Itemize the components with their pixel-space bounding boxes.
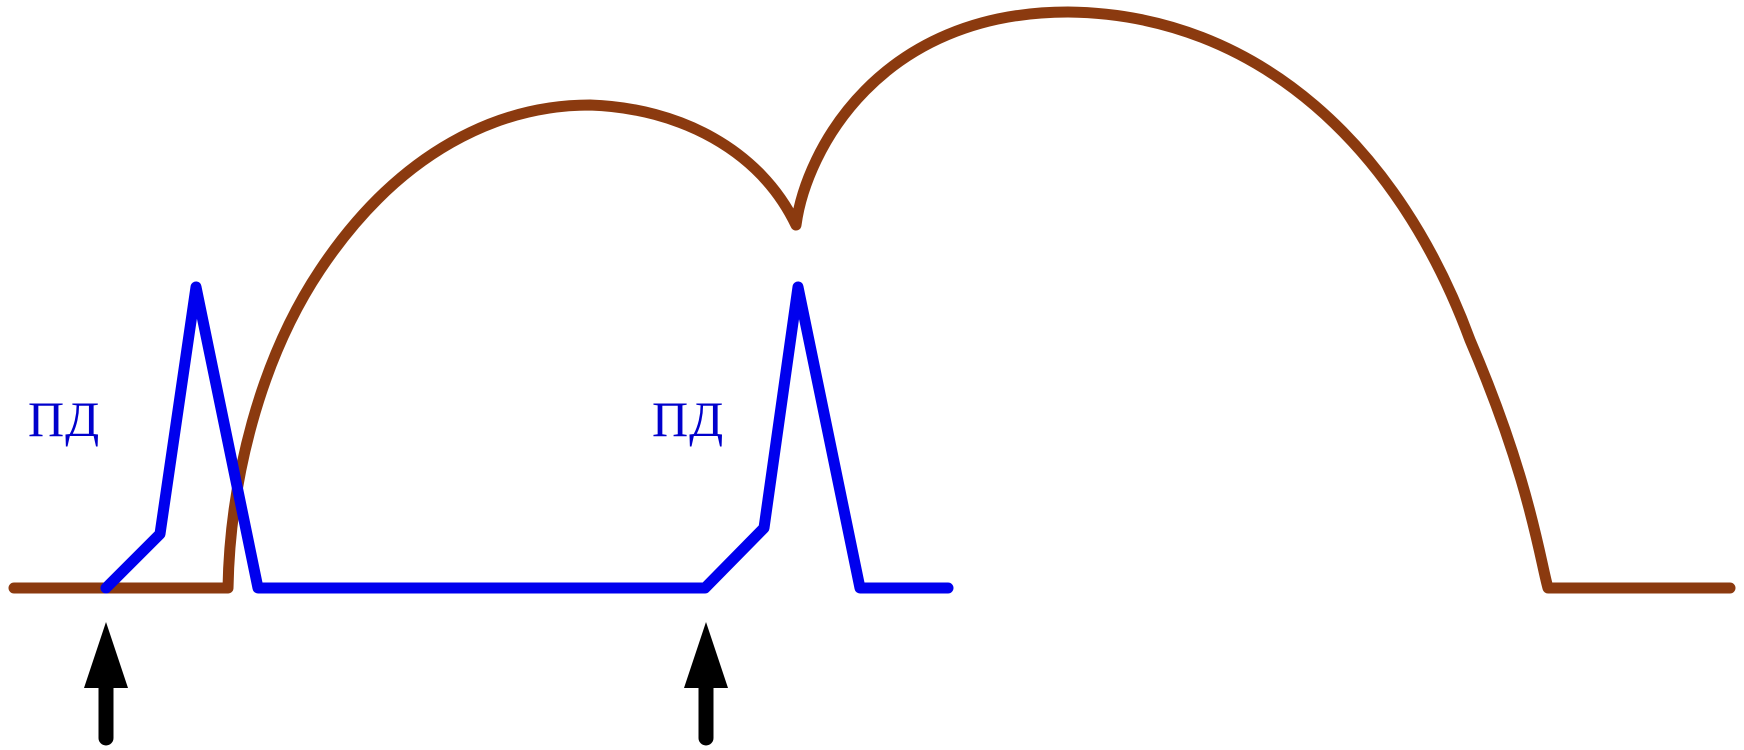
contraction-curve (8, 6, 1736, 594)
action-potential-curve (100, 281, 954, 594)
arrow-up-icon (684, 622, 728, 746)
action-potential-label-1: ПД (28, 391, 100, 447)
arrow-up-icon (84, 622, 128, 746)
action-potential-label-2: ПД (652, 391, 724, 447)
